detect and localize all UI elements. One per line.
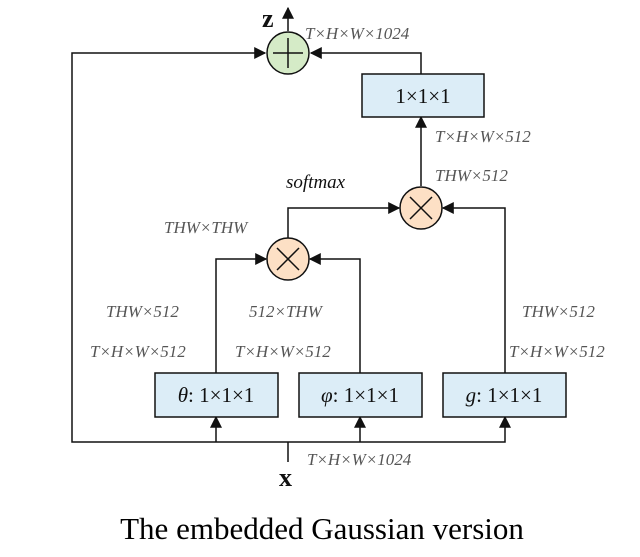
conv-to-add-edge [309, 47, 422, 74]
x-dim-label: T×H×W×1024 [307, 450, 412, 469]
output-conv-box: 1×1×1 [361, 73, 485, 118]
residual-edge [71, 47, 288, 443]
softmax-label: softmax [286, 172, 346, 193]
phi-output-dim-label: T×H×W×512 [235, 342, 331, 361]
theta-reshape-label: THW×512 [106, 302, 179, 321]
matmul-node-2 [399, 186, 443, 230]
mul2-output-dim-label: THW×512 [435, 166, 508, 185]
g-conv-label: g: 1×1×1 [466, 383, 543, 407]
g-output-dim-label: T×H×W×512 [509, 342, 605, 361]
output-conv-label: 1×1×1 [395, 84, 450, 108]
x-to-g-edge [288, 415, 511, 443]
phi-conv-box: φ: 1×1×1 [298, 372, 423, 418]
phi-reshape-label: 512×THW [249, 302, 324, 321]
g-reshape-label: THW×512 [522, 302, 595, 321]
figure-caption: The embedded Gaussian version [120, 511, 524, 546]
input-x-label: x [279, 463, 292, 492]
g-to-mul2-edge [441, 202, 506, 373]
phi-to-mul1-edge [308, 253, 361, 373]
conv-input-dim-label: T×H×W×512 [435, 127, 531, 146]
matmul-node-1 [266, 237, 310, 281]
theta-output-dim-label: T×H×W×512 [90, 342, 186, 361]
phi-conv-label: φ: 1×1×1 [321, 383, 399, 407]
output-z-label: z [262, 4, 274, 33]
add-node [266, 31, 310, 75]
mul1-output-dim-label: THW×THW [164, 218, 249, 237]
z-dim-label: T×H×W×1024 [305, 24, 410, 43]
theta-conv-box: θ: 1×1×1 [154, 372, 279, 418]
theta-conv-label: θ: 1×1×1 [178, 383, 255, 407]
mul1-to-mul2-edge [287, 202, 401, 238]
g-conv-box: g: 1×1×1 [442, 372, 567, 418]
theta-to-mul1-edge [215, 253, 268, 373]
